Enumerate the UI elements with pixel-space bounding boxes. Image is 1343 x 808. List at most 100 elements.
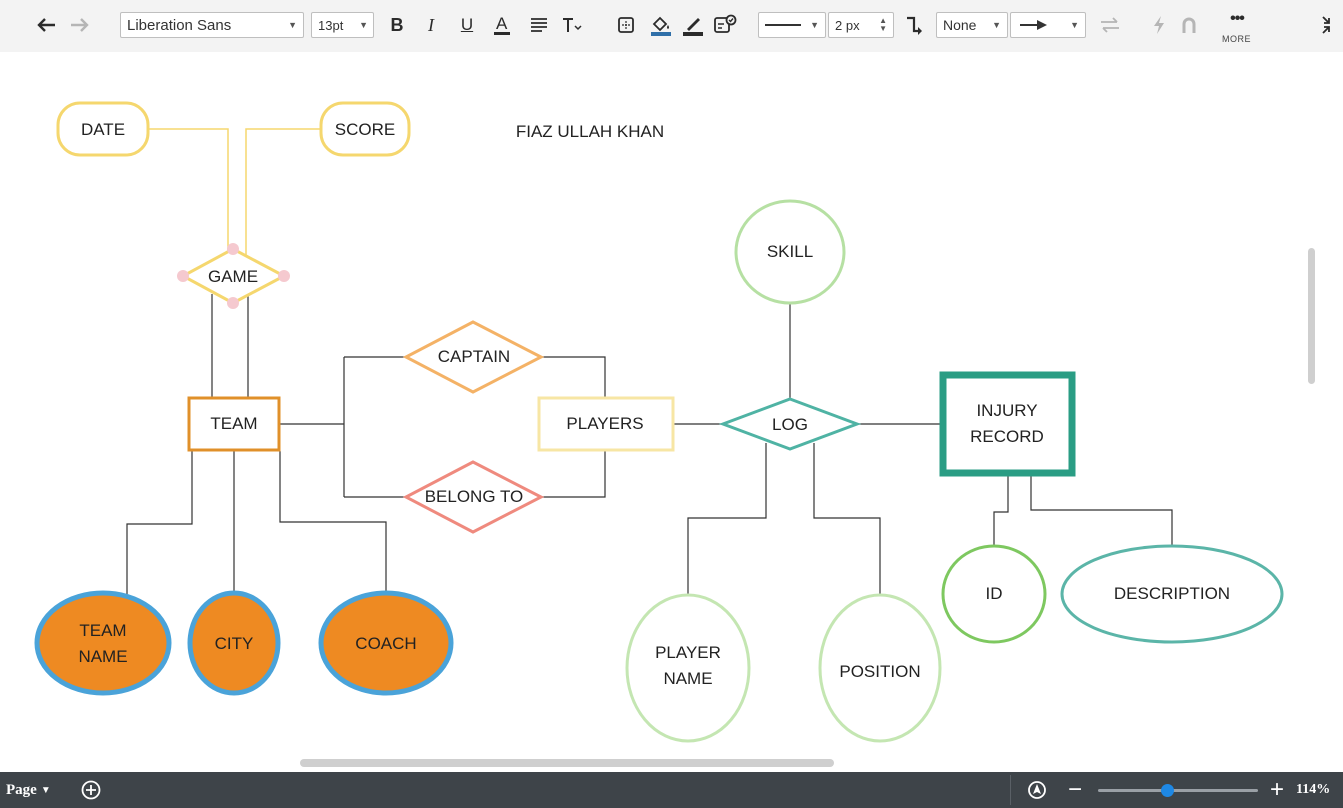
style-check-icon[interactable]	[712, 12, 738, 38]
fill-color-icon[interactable]	[648, 12, 674, 38]
zoom-out-icon[interactable]: −	[1068, 776, 1083, 803]
injury-record-label-line2: RECORD	[970, 427, 1044, 446]
redo-icon[interactable]	[66, 12, 92, 38]
log-relationship[interactable]	[718, 397, 862, 451]
belong-to-relationship[interactable]	[402, 460, 545, 534]
divider	[1010, 775, 1011, 805]
relationship-lines	[126, 294, 1173, 598]
add-page-icon[interactable]	[80, 772, 102, 808]
game-attribute-lines	[148, 128, 321, 267]
font-size-value: 13pt	[318, 17, 344, 33]
line-style-select[interactable]: ▼	[758, 12, 826, 38]
stepper-arrows-icon: ▲▼	[879, 16, 887, 33]
zoom-slider-thumb[interactable]	[1161, 784, 1174, 797]
horizontal-scrollbar[interactable]	[300, 759, 834, 767]
id-attribute[interactable]	[941, 544, 1047, 644]
collapse-icon[interactable]	[1318, 12, 1338, 38]
magnet-icon[interactable]	[1178, 12, 1200, 38]
selection-handle-right[interactable]	[278, 270, 290, 282]
line-width-value: 2 px	[835, 17, 860, 33]
team-label: TEAM	[210, 414, 257, 433]
team-name-attribute[interactable]	[34, 590, 172, 696]
underline-icon[interactable]: U	[460, 15, 474, 34]
svg-text:A: A	[496, 14, 508, 33]
connector-elbow-icon[interactable]	[902, 12, 928, 38]
vertical-scrollbar[interactable]	[1308, 248, 1315, 384]
description-attribute[interactable]	[1060, 544, 1284, 644]
lightning-icon[interactable]	[1148, 12, 1170, 38]
team-name-label-line2: NAME	[78, 647, 127, 666]
chevron-down-icon: ▼	[1070, 20, 1079, 30]
injury-record-label-line1: INJURY	[976, 401, 1037, 420]
more-icon[interactable]: •••	[1230, 10, 1245, 27]
id-label: ID	[986, 584, 1003, 603]
line-width-stepper[interactable]: 2 px ▲▼	[828, 12, 894, 38]
page-label: Page	[6, 781, 37, 798]
captain-label: CAPTAIN	[438, 347, 510, 366]
player-name-attribute[interactable]	[625, 593, 751, 743]
city-attribute[interactable]	[187, 590, 281, 696]
date-label: DATE	[81, 120, 125, 139]
page-menu[interactable]: Page ▼	[6, 772, 51, 808]
injury-record-entity[interactable]	[939, 371, 1076, 477]
chevron-down-icon: ▼	[992, 20, 1001, 30]
score-attribute[interactable]	[319, 101, 411, 157]
players-entity[interactable]	[537, 396, 675, 452]
chevron-down-icon: ▼	[288, 20, 297, 30]
more-label[interactable]: MORE	[1222, 34, 1251, 44]
line-style-preview	[765, 24, 801, 26]
chevron-down-icon: ▼	[359, 20, 368, 30]
captain-relationship[interactable]	[402, 320, 545, 394]
line-color-icon[interactable]	[680, 12, 706, 38]
undo-icon[interactable]	[34, 12, 60, 38]
selection-handle-bottom[interactable]	[227, 297, 239, 309]
zoom-in-icon[interactable]: +	[1270, 776, 1285, 803]
shape-options-icon[interactable]	[614, 12, 638, 38]
belong-to-label: BELONG TO	[425, 487, 524, 506]
date-attribute[interactable]	[56, 101, 150, 157]
game-label: GAME	[208, 267, 258, 286]
description-label: DESCRIPTION	[1114, 584, 1230, 603]
city-label: CITY	[215, 634, 254, 653]
coach-attribute[interactable]	[318, 590, 454, 696]
font-family-select[interactable]: Liberation Sans ▼	[120, 12, 304, 38]
selection-handles	[177, 243, 290, 309]
skill-attribute[interactable]	[734, 199, 846, 305]
bottom-bar: Page ▼ − + 114%	[0, 772, 1343, 808]
team-name-label-line1: TEAM	[79, 621, 126, 640]
position-label: POSITION	[839, 662, 920, 681]
toolbar: Liberation Sans ▼ 13pt ▼ B I U A ▼ 2 px …	[0, 0, 1343, 53]
selection-handle-left[interactable]	[177, 270, 189, 282]
align-icon[interactable]	[528, 12, 550, 38]
arrow-start-select[interactable]: None ▼	[936, 12, 1008, 38]
coach-label: COACH	[355, 634, 416, 653]
chevron-down-icon: ▼	[40, 784, 51, 796]
author-name: FIAZ ULLAH KHAN	[516, 122, 664, 141]
zoom-level[interactable]: 114%	[1296, 782, 1331, 797]
font-size-select[interactable]: 13pt ▼	[311, 12, 374, 38]
zoom-slider[interactable]	[1098, 772, 1258, 808]
player-name-label-line2: NAME	[663, 669, 712, 688]
er-diagram: DATE SCORE FIAZ ULLAH KHAN GAME TEAM CAP…	[34, 101, 1284, 743]
arrow-end-preview	[1020, 20, 1047, 30]
font-family-value: Liberation Sans	[127, 16, 232, 34]
italic-icon[interactable]: I	[428, 14, 434, 35]
arrow-start-value: None	[943, 17, 977, 33]
text-options-icon[interactable]	[560, 12, 584, 38]
text-color-icon[interactable]: A	[490, 12, 514, 38]
zoom-slider-track	[1098, 789, 1258, 792]
player-name-label-line1: PLAYER	[655, 643, 721, 662]
arrow-end-select[interactable]: ▼	[1010, 12, 1086, 38]
diagram-canvas[interactable]: DATE SCORE FIAZ ULLAH KHAN GAME TEAM CAP…	[0, 52, 1343, 772]
bold-icon[interactable]: B	[390, 14, 404, 35]
skill-label: SKILL	[767, 242, 813, 261]
chevron-down-icon: ▼	[810, 20, 819, 30]
navigate-icon[interactable]	[1027, 772, 1047, 808]
players-label: PLAYERS	[566, 414, 643, 433]
selection-handle-top[interactable]	[227, 243, 239, 255]
swap-arrows-icon[interactable]	[1098, 12, 1122, 38]
log-label: LOG	[772, 415, 808, 434]
position-attribute[interactable]	[818, 593, 942, 743]
team-entity[interactable]	[187, 396, 281, 452]
score-label: SCORE	[335, 120, 395, 139]
